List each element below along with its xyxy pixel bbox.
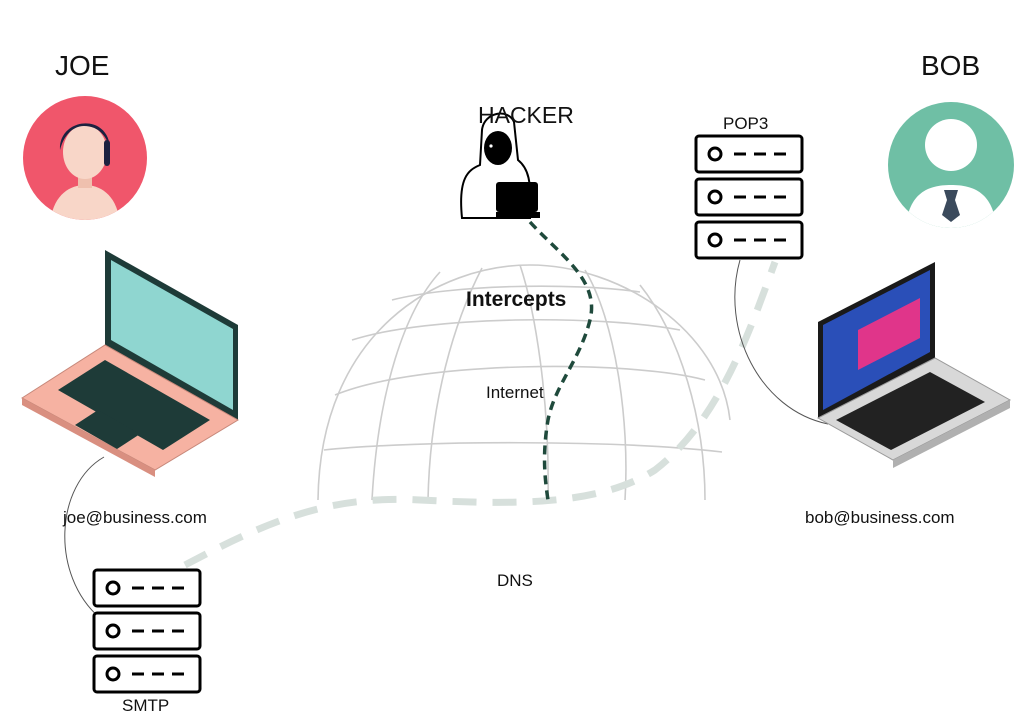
intercept-path (528, 220, 594, 501)
pop3-to-bob-laptop-line (734, 259, 829, 425)
server-icon (92, 568, 202, 694)
globe-icon (317, 264, 731, 501)
pop3-label: POP3 (723, 114, 769, 133)
hacker-icon (460, 112, 540, 219)
avatar-businessman-icon (888, 102, 1014, 228)
attacker-label: HACKER (478, 102, 574, 128)
sender-name: JOE (55, 50, 110, 81)
internet-label: Internet (486, 383, 544, 402)
dns-label: DNS (497, 571, 533, 590)
server-icon (694, 134, 804, 260)
smtp-label: SMTP (122, 696, 170, 715)
recipient-name: BOB (921, 50, 981, 81)
laptop-icon (21, 250, 239, 477)
joe-laptop-to-smtp-line (64, 456, 105, 619)
laptop-icon (816, 262, 1012, 468)
sender-email: joe@business.com (63, 508, 207, 527)
mail-route-path (183, 260, 779, 569)
recipient-email: bob@business.com (805, 508, 955, 527)
avatar-female-icon (23, 96, 147, 220)
intercepts-label: Intercepts (466, 288, 567, 311)
